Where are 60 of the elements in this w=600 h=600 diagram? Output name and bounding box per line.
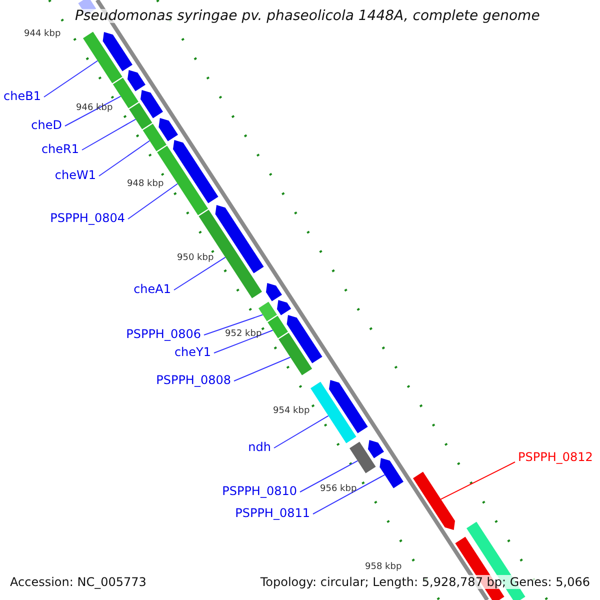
scale-tick-label: 952 kbp bbox=[225, 328, 262, 341]
leader-line bbox=[312, 474, 386, 514]
gene-segment bbox=[158, 118, 178, 142]
footer-text: Accession: NC_005773 bbox=[8, 575, 148, 589]
scale-tick-label: 956 kbp bbox=[320, 483, 357, 496]
leader-line bbox=[44, 60, 98, 98]
leader-line bbox=[234, 356, 291, 382]
gene-segment bbox=[277, 300, 292, 316]
gene-label: PSPPH_0810 bbox=[222, 484, 297, 498]
leader-line bbox=[204, 314, 264, 336]
scale-tick-label: 958 kbp bbox=[365, 561, 402, 574]
gene-label: PSPPH_0806 bbox=[126, 327, 201, 341]
gene-segment bbox=[140, 90, 163, 118]
gene-label: PSPPH_0808 bbox=[156, 373, 231, 387]
leader-line bbox=[174, 256, 226, 290]
gene-label: cheD bbox=[31, 118, 62, 132]
gene-segment bbox=[128, 70, 146, 92]
leader-line bbox=[128, 183, 178, 220]
gene-segment bbox=[258, 302, 277, 322]
scale-tick-label: 946 kbp bbox=[76, 102, 113, 115]
gene-label: PSPPH_0811 bbox=[235, 506, 310, 520]
leader-line bbox=[64, 96, 122, 126]
title: Pseudomonas syringae pv. phaseolicola 1448A, complete genome bbox=[75, 9, 540, 23]
gene-label: ndh bbox=[248, 440, 271, 454]
gene-segment bbox=[268, 316, 288, 338]
gene-segment bbox=[129, 102, 152, 130]
scale-tick-label: 944 kbp bbox=[24, 28, 61, 41]
gene-segment bbox=[102, 32, 132, 72]
gene-segment bbox=[173, 140, 218, 204]
leader-line bbox=[274, 415, 329, 448]
gene-segment bbox=[83, 32, 122, 84]
gene-segment bbox=[413, 472, 455, 530]
gene-label: cheR1 bbox=[41, 142, 79, 156]
leader-line bbox=[440, 462, 516, 500]
gene-label: PSPPH_0804 bbox=[50, 211, 125, 225]
gene-segment bbox=[368, 440, 384, 458]
leader-line bbox=[82, 118, 136, 150]
gene-label: PSPPH_0812 bbox=[518, 450, 593, 464]
gene-segment bbox=[278, 332, 312, 376]
scale-tick-label: 948 kbp bbox=[127, 178, 164, 191]
gene-segment bbox=[350, 442, 376, 474]
gene-segment bbox=[380, 458, 404, 488]
scale-tick-label: 954 kbp bbox=[273, 405, 310, 418]
gene-segment bbox=[198, 210, 262, 298]
leader-line bbox=[300, 460, 358, 492]
gene-segment bbox=[112, 78, 138, 108]
gene-label: cheA1 bbox=[134, 282, 171, 296]
gene-segment bbox=[142, 124, 166, 152]
footer-text: Topology: circular; Length: 5,928,787 bp; Genes: 5,066 bbox=[258, 575, 592, 589]
gene-label: cheY1 bbox=[174, 345, 211, 359]
leader-line bbox=[98, 140, 150, 176]
gene-segment bbox=[266, 283, 282, 302]
gene-label: cheW1 bbox=[54, 168, 96, 182]
gene-segment bbox=[286, 315, 322, 364]
gene-segment bbox=[215, 205, 264, 274]
scale-tick-label: 950 kbp bbox=[177, 252, 214, 265]
gene-segment bbox=[310, 382, 356, 444]
gene-label: cheB1 bbox=[4, 89, 41, 103]
leader-line bbox=[214, 330, 274, 354]
gene-segment bbox=[329, 380, 368, 434]
